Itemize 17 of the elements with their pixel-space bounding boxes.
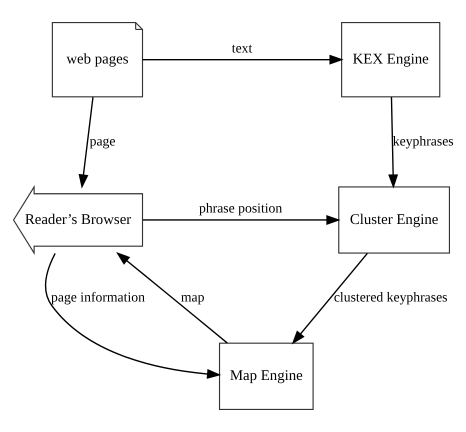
node-box: KEX Engine [340,22,440,98]
arrow [116,252,228,344]
arrow [78,96,94,189]
arrow [142,215,340,225]
edge-label: keyphrases [392,133,454,148]
edge-label: text [231,40,252,56]
edge-label: phrase position [198,200,282,216]
edge-label: map [180,290,204,305]
arrow [388,97,398,189]
node-box: Map Engine [218,342,314,410]
edge-label: page [89,133,115,148]
arrow [142,54,344,65]
node-box: Cluster Engine [338,186,450,254]
arrow [44,253,221,379]
edge-label: page information [50,290,144,305]
edge-label: clustered keyphrases [333,290,447,305]
arrow [291,252,368,345]
